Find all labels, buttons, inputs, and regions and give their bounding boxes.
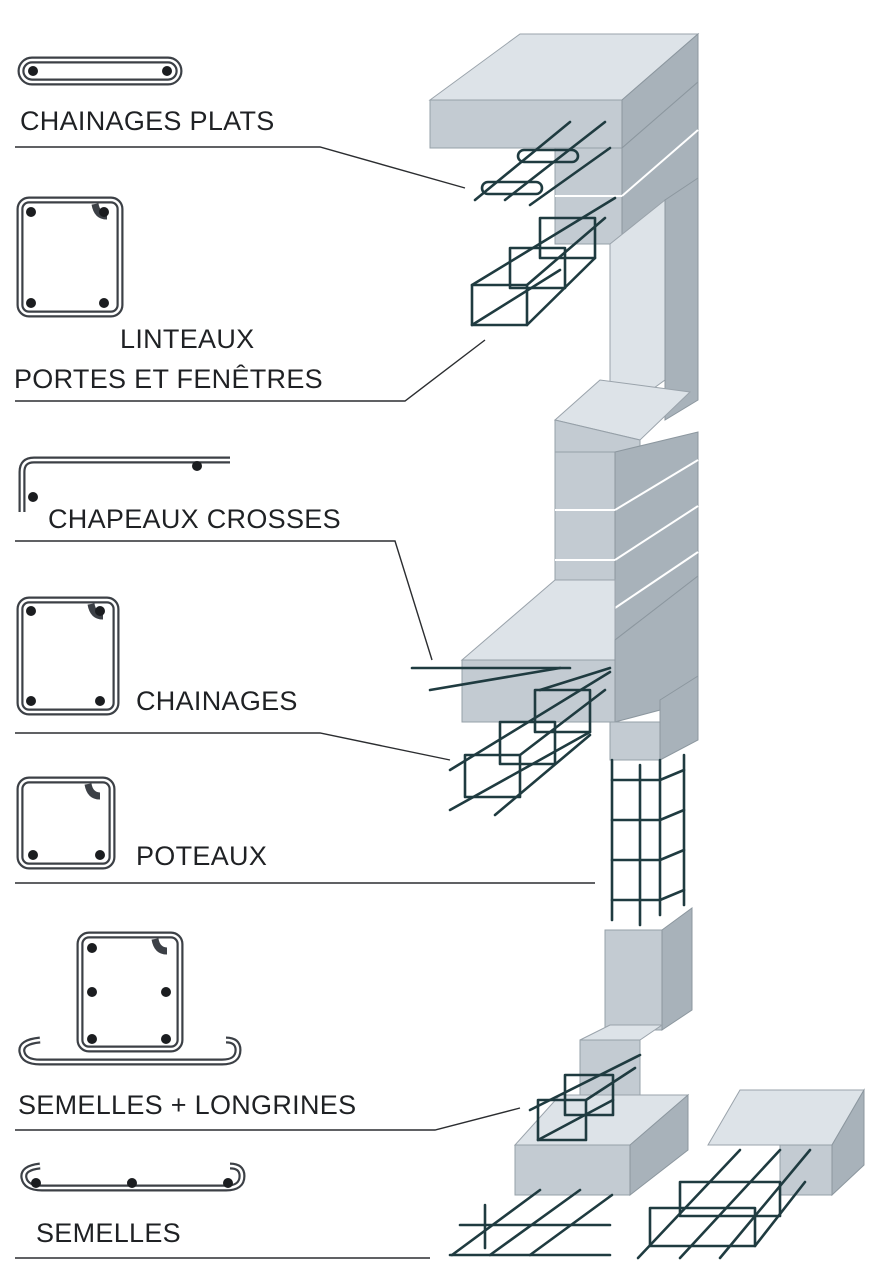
label-chapeaux-crosses: CHAPEAUX CROSSES	[48, 504, 341, 534]
flat-stirrup-icon	[17, 56, 183, 86]
flat-chainage-cage	[473, 120, 612, 207]
footing-mat-right	[636, 1148, 812, 1260]
hooked-bars	[410, 666, 612, 692]
footing-mat-left	[448, 1188, 614, 1257]
footing-stirrup-icon	[18, 931, 242, 1066]
label-chainages-plats: CHAINAGES PLATS	[20, 106, 275, 136]
small-square-stirrup-icon	[16, 776, 116, 870]
column-cage	[610, 753, 686, 927]
lintel-cage	[470, 196, 617, 327]
label-semelles: SEMELLES	[36, 1218, 181, 1248]
label-portes-fenetres: PORTES ET FENÊTRES	[14, 364, 323, 394]
hooked-bar-icon	[18, 456, 230, 512]
chainage-cage	[448, 670, 612, 817]
leader-lines	[15, 146, 595, 1259]
building-section	[410, 32, 865, 1260]
label-semelles-longrines: SEMELLES + LONGRINES	[18, 1090, 357, 1120]
label-chainages: CHAINAGES	[136, 686, 298, 716]
longrine-cage	[528, 1053, 642, 1142]
footing-bar-icon	[20, 1162, 246, 1192]
square-stirrup-icon	[16, 196, 124, 318]
label-linteaux: LINTEAUX	[120, 324, 255, 354]
label-poteaux: POTEAUX	[136, 841, 268, 871]
square-stirrup-icon	[16, 596, 120, 716]
